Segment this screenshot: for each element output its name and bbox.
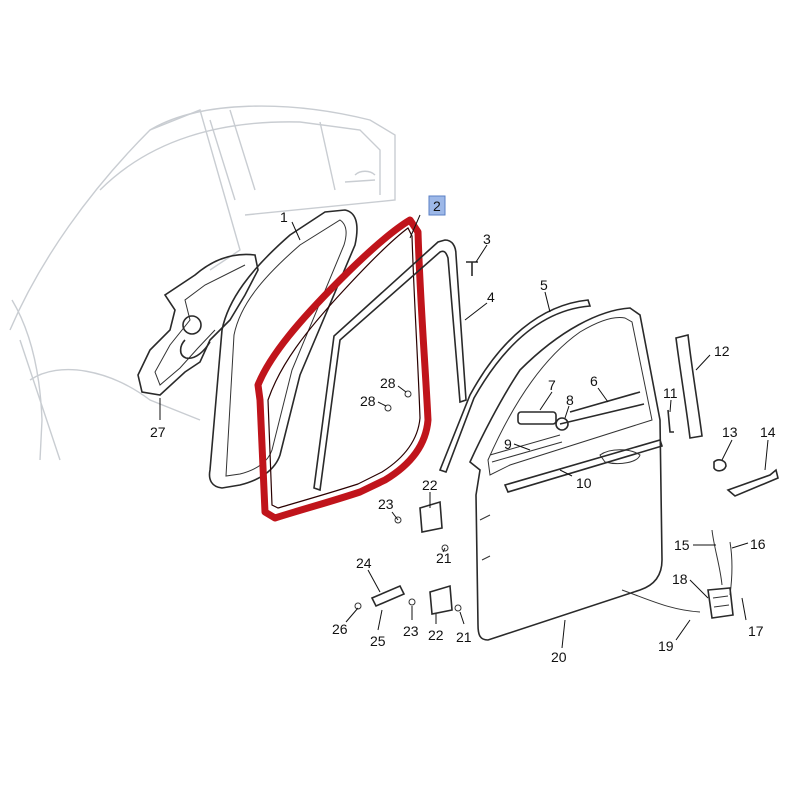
- vehicle-body-ghost: [9, 105, 396, 461]
- part-9-sealing-strip[interactable]: [489, 434, 563, 463]
- part-27-body-side-weatherstrip[interactable]: [137, 253, 259, 396]
- part-1-door-weatherstrip[interactable]: [208, 209, 358, 489]
- callout-3[interactable]: 3: [483, 231, 491, 247]
- callout-23a[interactable]: 23: [378, 496, 394, 512]
- part-4-window-run-channel[interactable]: [313, 239, 467, 492]
- part-22-upper-hinge[interactable]: [419, 500, 443, 533]
- callout-11[interactable]: 11: [663, 385, 678, 401]
- callout-28a[interactable]: 28: [380, 375, 396, 391]
- callout-4[interactable]: 4: [487, 289, 495, 305]
- callout-17[interactable]: 17: [748, 623, 764, 639]
- callout-2[interactable]: 2: [433, 198, 441, 214]
- callout-28b[interactable]: 28: [360, 393, 376, 409]
- callout-24[interactable]: 24: [356, 555, 372, 571]
- part-3-clip[interactable]: [466, 261, 478, 276]
- part-8-bushing[interactable]: [555, 417, 569, 431]
- part-22-lower-hinge[interactable]: [429, 584, 453, 615]
- callout-6[interactable]: 6: [590, 373, 598, 389]
- part-7-inside-handle[interactable]: [517, 411, 557, 425]
- part-10-belt-molding[interactable]: [503, 439, 664, 493]
- part-12-pillar-applique[interactable]: [675, 334, 703, 439]
- part-24-door-check[interactable]: [370, 584, 406, 608]
- callout-21a[interactable]: 21: [436, 550, 452, 566]
- callout-5[interactable]: 5: [540, 277, 548, 293]
- part-6-window-strip[interactable]: [559, 391, 645, 425]
- callout-21b[interactable]: 21: [456, 629, 472, 645]
- callout-22a[interactable]: 22: [422, 477, 438, 493]
- leader-lines: [159, 214, 769, 649]
- callout-19[interactable]: 19: [658, 638, 674, 654]
- part-5-front-door-molding[interactable]: [438, 299, 592, 474]
- callout-20[interactable]: 20: [551, 649, 567, 665]
- part-2-front-door-weatherstrip-highlighted[interactable]: [254, 216, 432, 522]
- callout-23b[interactable]: 23: [403, 623, 419, 639]
- callout-9[interactable]: 9: [504, 436, 512, 452]
- callout-25[interactable]: 25: [370, 633, 386, 649]
- callout-16[interactable]: 16: [750, 536, 766, 552]
- callout-2-highlight-box: [428, 195, 446, 216]
- part-20-front-door-shell[interactable]: [469, 307, 663, 641]
- part-19-release-cable[interactable]: [621, 589, 701, 613]
- callout-12[interactable]: 12: [714, 343, 730, 359]
- callout-7[interactable]: 7: [548, 377, 556, 393]
- part-28-fasteners[interactable]: [384, 390, 412, 412]
- grommet-icon: [182, 315, 202, 335]
- callout-1[interactable]: 1: [280, 209, 288, 225]
- callout-13[interactable]: 13: [722, 424, 738, 440]
- callout-22b[interactable]: 22: [428, 627, 444, 643]
- callout-15[interactable]: 15: [674, 537, 690, 553]
- part-15-16-cables[interactable]: [711, 529, 733, 596]
- callout-14[interactable]: 14: [760, 424, 776, 440]
- callout-labels: 1 2 3 4 5 6 7 8 9 10 11 12 13 14 15 16 1…: [150, 198, 776, 665]
- fasteners-misc: [354, 516, 462, 612]
- callout-10[interactable]: 10: [576, 475, 592, 491]
- callout-18[interactable]: 18: [672, 571, 688, 587]
- part-14-handle-strap[interactable]: [726, 468, 779, 497]
- part-18-door-latch[interactable]: [707, 587, 734, 619]
- callout-8[interactable]: 8: [566, 392, 574, 408]
- callout-27[interactable]: 27: [150, 424, 166, 440]
- part-13-clip[interactable]: [713, 459, 727, 472]
- part-11-bumper[interactable]: [667, 409, 674, 433]
- callout-26[interactable]: 26: [332, 621, 348, 637]
